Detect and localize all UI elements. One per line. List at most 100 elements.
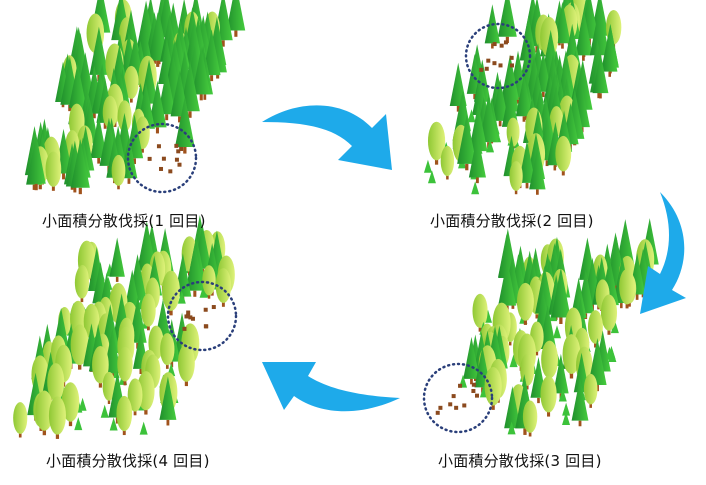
conifer-tree-icon <box>491 78 509 127</box>
sapling-icon <box>486 139 495 153</box>
broadleaf-tree-icon <box>45 151 62 191</box>
conifer-tree-icon <box>592 52 609 99</box>
broadleaf-tree-icon <box>160 333 175 369</box>
stump-icon <box>159 166 164 171</box>
sapling-icon <box>562 402 571 416</box>
broadleaf-tree-icon <box>202 265 216 299</box>
broadleaf-tree-icon <box>440 145 455 180</box>
sapling-icon <box>509 354 518 368</box>
stump-icon <box>203 324 208 329</box>
conifer-tree-icon <box>159 376 177 426</box>
stump-icon <box>179 146 184 151</box>
stump-icon <box>448 402 453 407</box>
broadleaf-tree-icon <box>123 65 139 103</box>
conifer-tree-icon <box>575 13 592 61</box>
caption-stage-4: 小面積分散伐採(4 回目) <box>46 452 210 470</box>
broadleaf-tree-icon <box>127 378 143 416</box>
forest-panel-stage-1 <box>24 0 246 195</box>
forest-panel-stage-2 <box>423 0 622 195</box>
sapling-icon <box>427 170 436 184</box>
broadleaf-tree-icon <box>215 268 232 307</box>
broadleaf-tree-icon <box>74 266 90 303</box>
arrow-stage3-to-stage4 <box>262 362 400 412</box>
harvest-area-circle <box>464 22 532 90</box>
conifer-tree-icon <box>90 114 108 164</box>
sapling-icon <box>177 290 186 304</box>
conifer-tree-icon <box>529 147 546 195</box>
broadleaf-tree-icon <box>162 270 180 316</box>
conifer-tree-icon <box>185 243 204 297</box>
stump-icon <box>435 410 440 415</box>
broadleaf-tree-icon <box>562 334 581 379</box>
stump-icon <box>484 66 489 71</box>
stump-icon <box>492 42 497 47</box>
sapling-icon <box>610 320 619 334</box>
broadleaf-tree-icon <box>522 400 538 437</box>
conifer-tree-icon <box>202 29 221 82</box>
broadleaf-tree-icon <box>540 375 557 417</box>
caption-stage-2: 小面積分散伐採(2 回目) <box>430 212 594 230</box>
sapling-icon <box>74 417 83 431</box>
broadleaf-tree-icon <box>587 310 603 348</box>
sapling-icon <box>562 412 571 426</box>
stump-icon <box>499 43 504 48</box>
stump-icon <box>451 394 456 399</box>
broadleaf-tree-icon <box>111 154 126 190</box>
broadleaf-tree-icon <box>117 346 133 386</box>
broadleaf-tree-icon <box>70 324 89 370</box>
stump-icon <box>510 63 515 68</box>
broadleaf-tree-icon <box>13 402 28 438</box>
conifer-tree-icon <box>551 267 571 324</box>
sapling-icon <box>423 159 432 173</box>
conifer-tree-icon <box>518 140 536 189</box>
stump-icon <box>454 405 459 410</box>
stump-icon <box>438 405 443 410</box>
broadleaf-tree-icon <box>35 390 54 436</box>
sapling-icon <box>109 417 118 431</box>
stump-icon <box>174 157 179 162</box>
broadleaf-tree-icon <box>619 268 635 309</box>
conifer-tree-icon <box>554 1 571 49</box>
conifer-tree-icon <box>70 139 90 195</box>
broadleaf-tree-icon <box>472 293 488 332</box>
harvest-area-circle <box>166 280 238 352</box>
stump-icon <box>211 305 216 310</box>
conifer-tree-icon <box>226 0 246 37</box>
broadleaf-tree-icon <box>509 161 523 195</box>
broadleaf-tree-icon <box>61 382 80 427</box>
stump-icon <box>458 383 463 388</box>
harvest-area-circle <box>126 122 198 194</box>
broadleaf-tree-icon <box>427 121 446 165</box>
conifer-tree-icon <box>602 32 618 77</box>
broadleaf-tree-icon <box>177 343 195 387</box>
stump-icon <box>492 61 497 66</box>
sapling-icon <box>467 109 476 123</box>
sapling-icon <box>507 421 516 435</box>
stump-icon <box>168 169 173 174</box>
stump-icon <box>177 162 182 167</box>
broadleaf-tree-icon <box>116 395 133 436</box>
conifer-tree-icon <box>457 114 477 171</box>
stump-icon <box>176 149 181 154</box>
conifer-tree-icon <box>468 133 486 184</box>
stump-icon <box>186 310 191 315</box>
stump-icon <box>190 316 195 321</box>
sapling-icon <box>100 404 109 418</box>
arrow-stage1-to-stage2 <box>262 105 392 170</box>
broadleaf-tree-icon <box>48 396 66 439</box>
stump-icon <box>161 156 166 161</box>
broadleaf-tree-icon <box>583 373 598 408</box>
conifer-tree-icon <box>515 74 533 122</box>
stump-icon <box>498 63 503 68</box>
stump-icon <box>503 40 508 45</box>
stump-icon <box>203 307 208 312</box>
conifer-tree-icon <box>109 237 125 282</box>
forest-panel-stage-4 <box>13 215 238 439</box>
broadleaf-tree-icon <box>520 354 535 390</box>
stump-icon <box>182 326 187 331</box>
sapling-icon <box>608 348 617 362</box>
conifer-tree-icon <box>26 134 46 191</box>
sapling-icon <box>558 388 567 402</box>
